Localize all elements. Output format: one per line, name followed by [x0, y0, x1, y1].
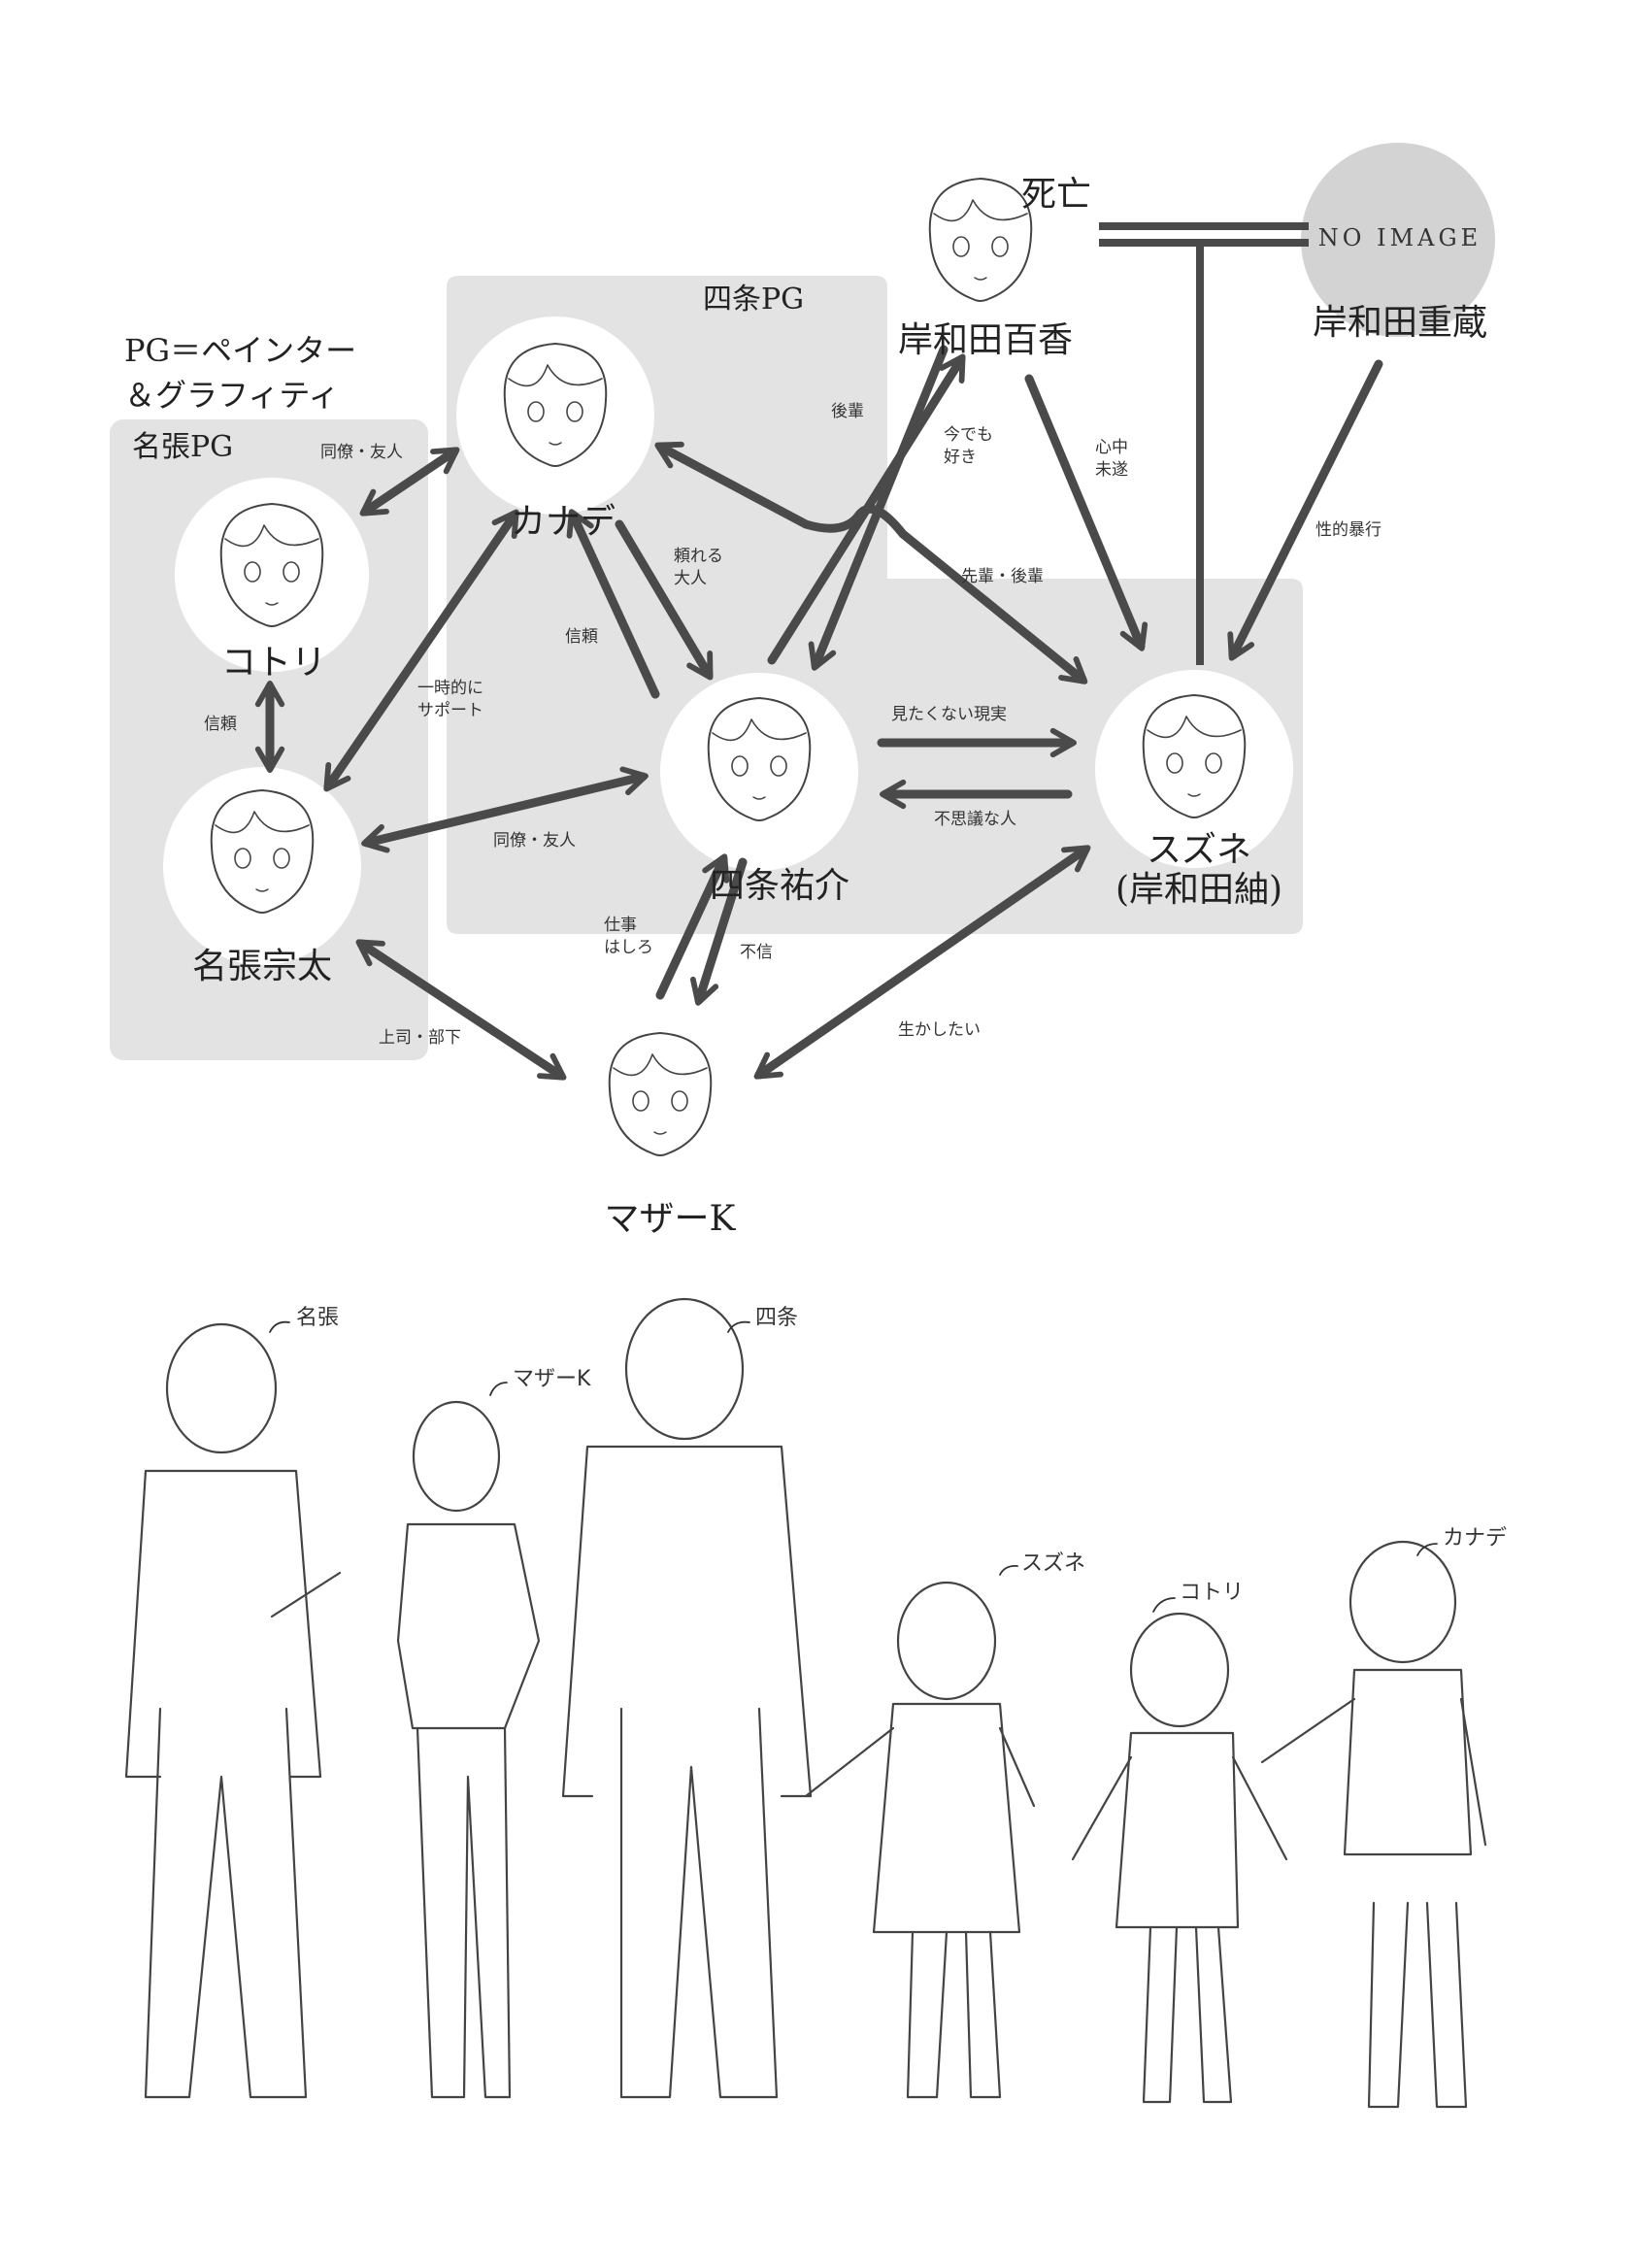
sketch-mother-k [270, 1400, 541, 2099]
rel-mother-shijo: 仕事 はしろ [604, 915, 653, 959]
rel-shijo-momoka: 今でも 好き [944, 424, 993, 469]
arrow-mother-suzune [753, 845, 1091, 1080]
arrow-shijo-momoka [767, 353, 966, 665]
rel-nabari-shijo: 同僚・友人 [493, 831, 576, 850]
arrow-shijo-mother [689, 857, 748, 1006]
rel-shijo-suzune: 見たくない現実 [891, 705, 1007, 724]
rel-shijo-momoka-line-2: 好き [944, 447, 977, 467]
portrait-suzune [1095, 670, 1293, 868]
marriage-line-momoka-juzo [1099, 222, 1309, 247]
portrait-mother-k [608, 1032, 713, 1156]
portrait-shijo [660, 673, 858, 871]
sketch-tag-leaders [269, 1320, 1438, 1613]
sketch-tag-kotori: コトリ [1180, 1581, 1245, 1605]
sketch-suzune [804, 1581, 1036, 2099]
rel-momoka-suzune: 心中 未遂 [1095, 437, 1128, 482]
arrow-nabari-mother [355, 939, 567, 1081]
name-shijo: 四条祐介 [709, 866, 850, 906]
portrait-nabari [163, 767, 361, 965]
legend-line-1: PG＝ペインター [124, 332, 357, 369]
status-deceased: 死亡 [1021, 175, 1092, 215]
rel-mother-suzune: 生かしたい [898, 1020, 981, 1040]
no-image-placeholder [1301, 143, 1495, 337]
rel-nabari-kanade-line-1: 一時的に [417, 679, 483, 698]
rel-kotori-nabari: 信頼 [204, 715, 237, 734]
legend: PG＝ペインター ＆グラフィティ [124, 328, 356, 418]
rel-nabari-kanade: 一時的に サポート [417, 678, 483, 722]
arrow-shijo-kanade [566, 509, 660, 699]
rel-nabari-kanade-line-2: サポート [417, 700, 483, 720]
name-suzune-line-1: スズネ [1146, 830, 1251, 870]
rel-mother-shijo-line-1: 仕事 [604, 916, 637, 935]
rel-kanade-shijo-line-2: 大人 [674, 568, 707, 588]
full-body-sketches [124, 1297, 1487, 2109]
rel-kanade-shijo: 頼れる 大人 [674, 546, 723, 590]
name-nabari: 名張宗太 [191, 947, 333, 986]
arrow-momoka-suzune [1024, 374, 1148, 651]
rel-juzo-suzune: 性的暴行 [1315, 520, 1381, 540]
rel-kotori-kanade: 同僚・友人 [320, 443, 403, 462]
rel-shijo-kanade: 信頼 [565, 627, 598, 647]
rel-momoka-suzune-line-2: 未遂 [1095, 459, 1128, 480]
portrait-kotori [175, 478, 369, 672]
rel-shijo-momoka-line-1: 今でも [944, 425, 993, 445]
rel-mother-shijo-line-2: はしろ [604, 937, 653, 957]
arrow-juzo-suzune [1227, 359, 1383, 661]
group-label-nabari-pg: 名張PG [132, 430, 234, 464]
arrow-mother-shijo [655, 853, 730, 1000]
sketch-kanade [1260, 1540, 1487, 2109]
arrow-nabari-kanade [323, 509, 519, 792]
arrow-momoka-shijo [808, 345, 949, 671]
rel-kanade-shijo-line-1: 頼れる [674, 547, 723, 566]
name-mother-k: マザーK [604, 1199, 736, 1239]
rel-momoka-suzune-line-1: 心中 [1095, 438, 1128, 457]
group-label-shijo-pg: 四条PG [703, 283, 805, 317]
name-suzune: スズネ (岸和田紬) [1115, 830, 1282, 911]
rel-nabari-mother: 上司・部下 [379, 1028, 461, 1048]
rel-kanade-suzune-kouhai: 後輩 [831, 402, 864, 421]
name-kanade: カナデ [510, 502, 616, 542]
rel-kanade-suzune: 先輩・後輩 [961, 567, 1044, 586]
legend-line-2: ＆グラフィティ [124, 377, 340, 415]
sketch-tag-kanade: カナデ [1443, 1526, 1508, 1551]
name-kotori: コトリ [220, 643, 327, 683]
name-suzune-line-2: (岸和田紬) [1115, 870, 1283, 911]
portrait-momoka [928, 178, 1033, 302]
arrow-kotori-kanade [359, 447, 460, 517]
sketch-tag-suzune: スズネ [1021, 1551, 1086, 1576]
sketch-tag-mother-k: マザーK [513, 1367, 591, 1391]
sketch-shijo [561, 1297, 813, 2099]
rel-suzune-shijo: 不思議な人 [934, 810, 1016, 829]
sketch-tag-shijo: 四条 [755, 1306, 799, 1330]
sketch-kotori [1071, 1612, 1288, 2104]
sketch-nabari [124, 1322, 322, 2099]
portrait-kanade [456, 317, 654, 515]
arrow-nabari-shijo [361, 766, 649, 853]
rel-shijo-mother: 不信 [740, 943, 773, 962]
no-image-text: NO IMAGE [1317, 224, 1482, 251]
name-juzo: 岸和田重蔵 [1312, 303, 1488, 343]
name-momoka: 岸和田百香 [897, 320, 1074, 360]
sketch-tag-nabari: 名張 [296, 1306, 340, 1330]
